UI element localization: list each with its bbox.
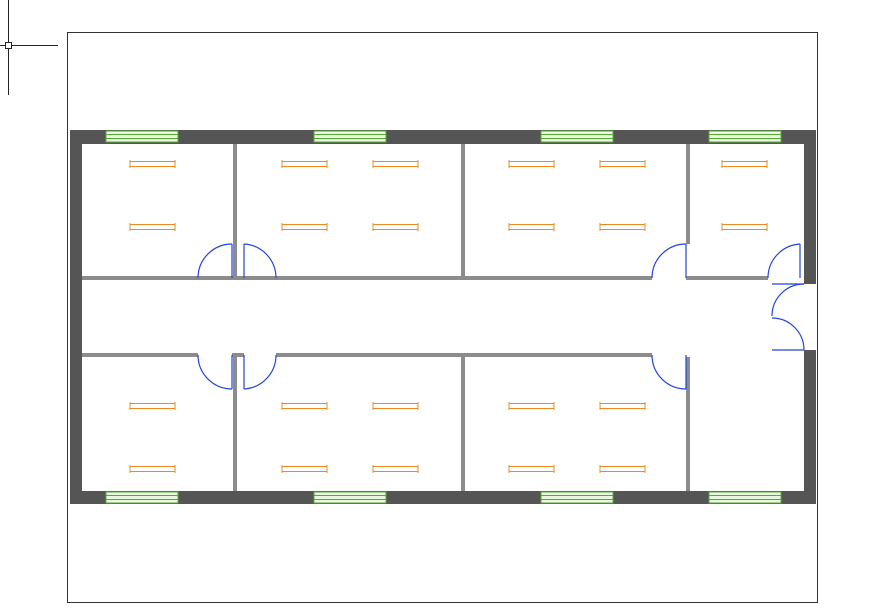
door-swing-icon — [767, 243, 801, 279]
interior-wall — [686, 276, 768, 280]
interior-wall — [233, 144, 237, 278]
interior-walls — [82, 144, 768, 491]
interior-wall — [461, 144, 465, 278]
window-bottom — [708, 491, 782, 504]
crosshair-cursor-icon — [0, 0, 58, 95]
window-bottom — [540, 491, 614, 504]
interior-wall — [686, 144, 690, 244]
door-swing-icon — [197, 354, 233, 390]
exterior-wall-bottom — [70, 491, 816, 504]
interior-wall — [233, 357, 237, 491]
light-fixtures — [129, 160, 768, 473]
exterior-walls — [70, 130, 816, 504]
interior-wall — [82, 276, 280, 280]
exterior-wall-right-upper — [804, 130, 816, 284]
window-top — [313, 130, 387, 143]
window-top — [540, 130, 614, 143]
doors — [197, 243, 805, 390]
exterior-wall-top — [70, 130, 816, 144]
window-bottom — [105, 491, 179, 504]
window-top — [105, 130, 179, 143]
window-top — [708, 130, 782, 143]
exterior-wall-left — [70, 130, 82, 504]
windows — [105, 130, 782, 504]
window-bottom — [313, 491, 387, 504]
drawing-sheet-border — [67, 32, 818, 603]
interior-wall — [686, 357, 690, 491]
interior-wall — [461, 357, 465, 491]
door-swing-icon — [243, 243, 277, 279]
door-swing-icon — [651, 354, 687, 390]
exterior-wall-right-lower — [804, 350, 816, 504]
door-swing-icon — [197, 243, 233, 279]
door-swing-icon — [651, 243, 687, 279]
interior-wall — [232, 276, 244, 280]
interior-wall — [232, 353, 244, 357]
door-swing-icon — [771, 317, 805, 351]
interior-wall — [276, 353, 652, 357]
door-swing-icon — [243, 354, 277, 390]
interior-wall — [82, 353, 198, 357]
